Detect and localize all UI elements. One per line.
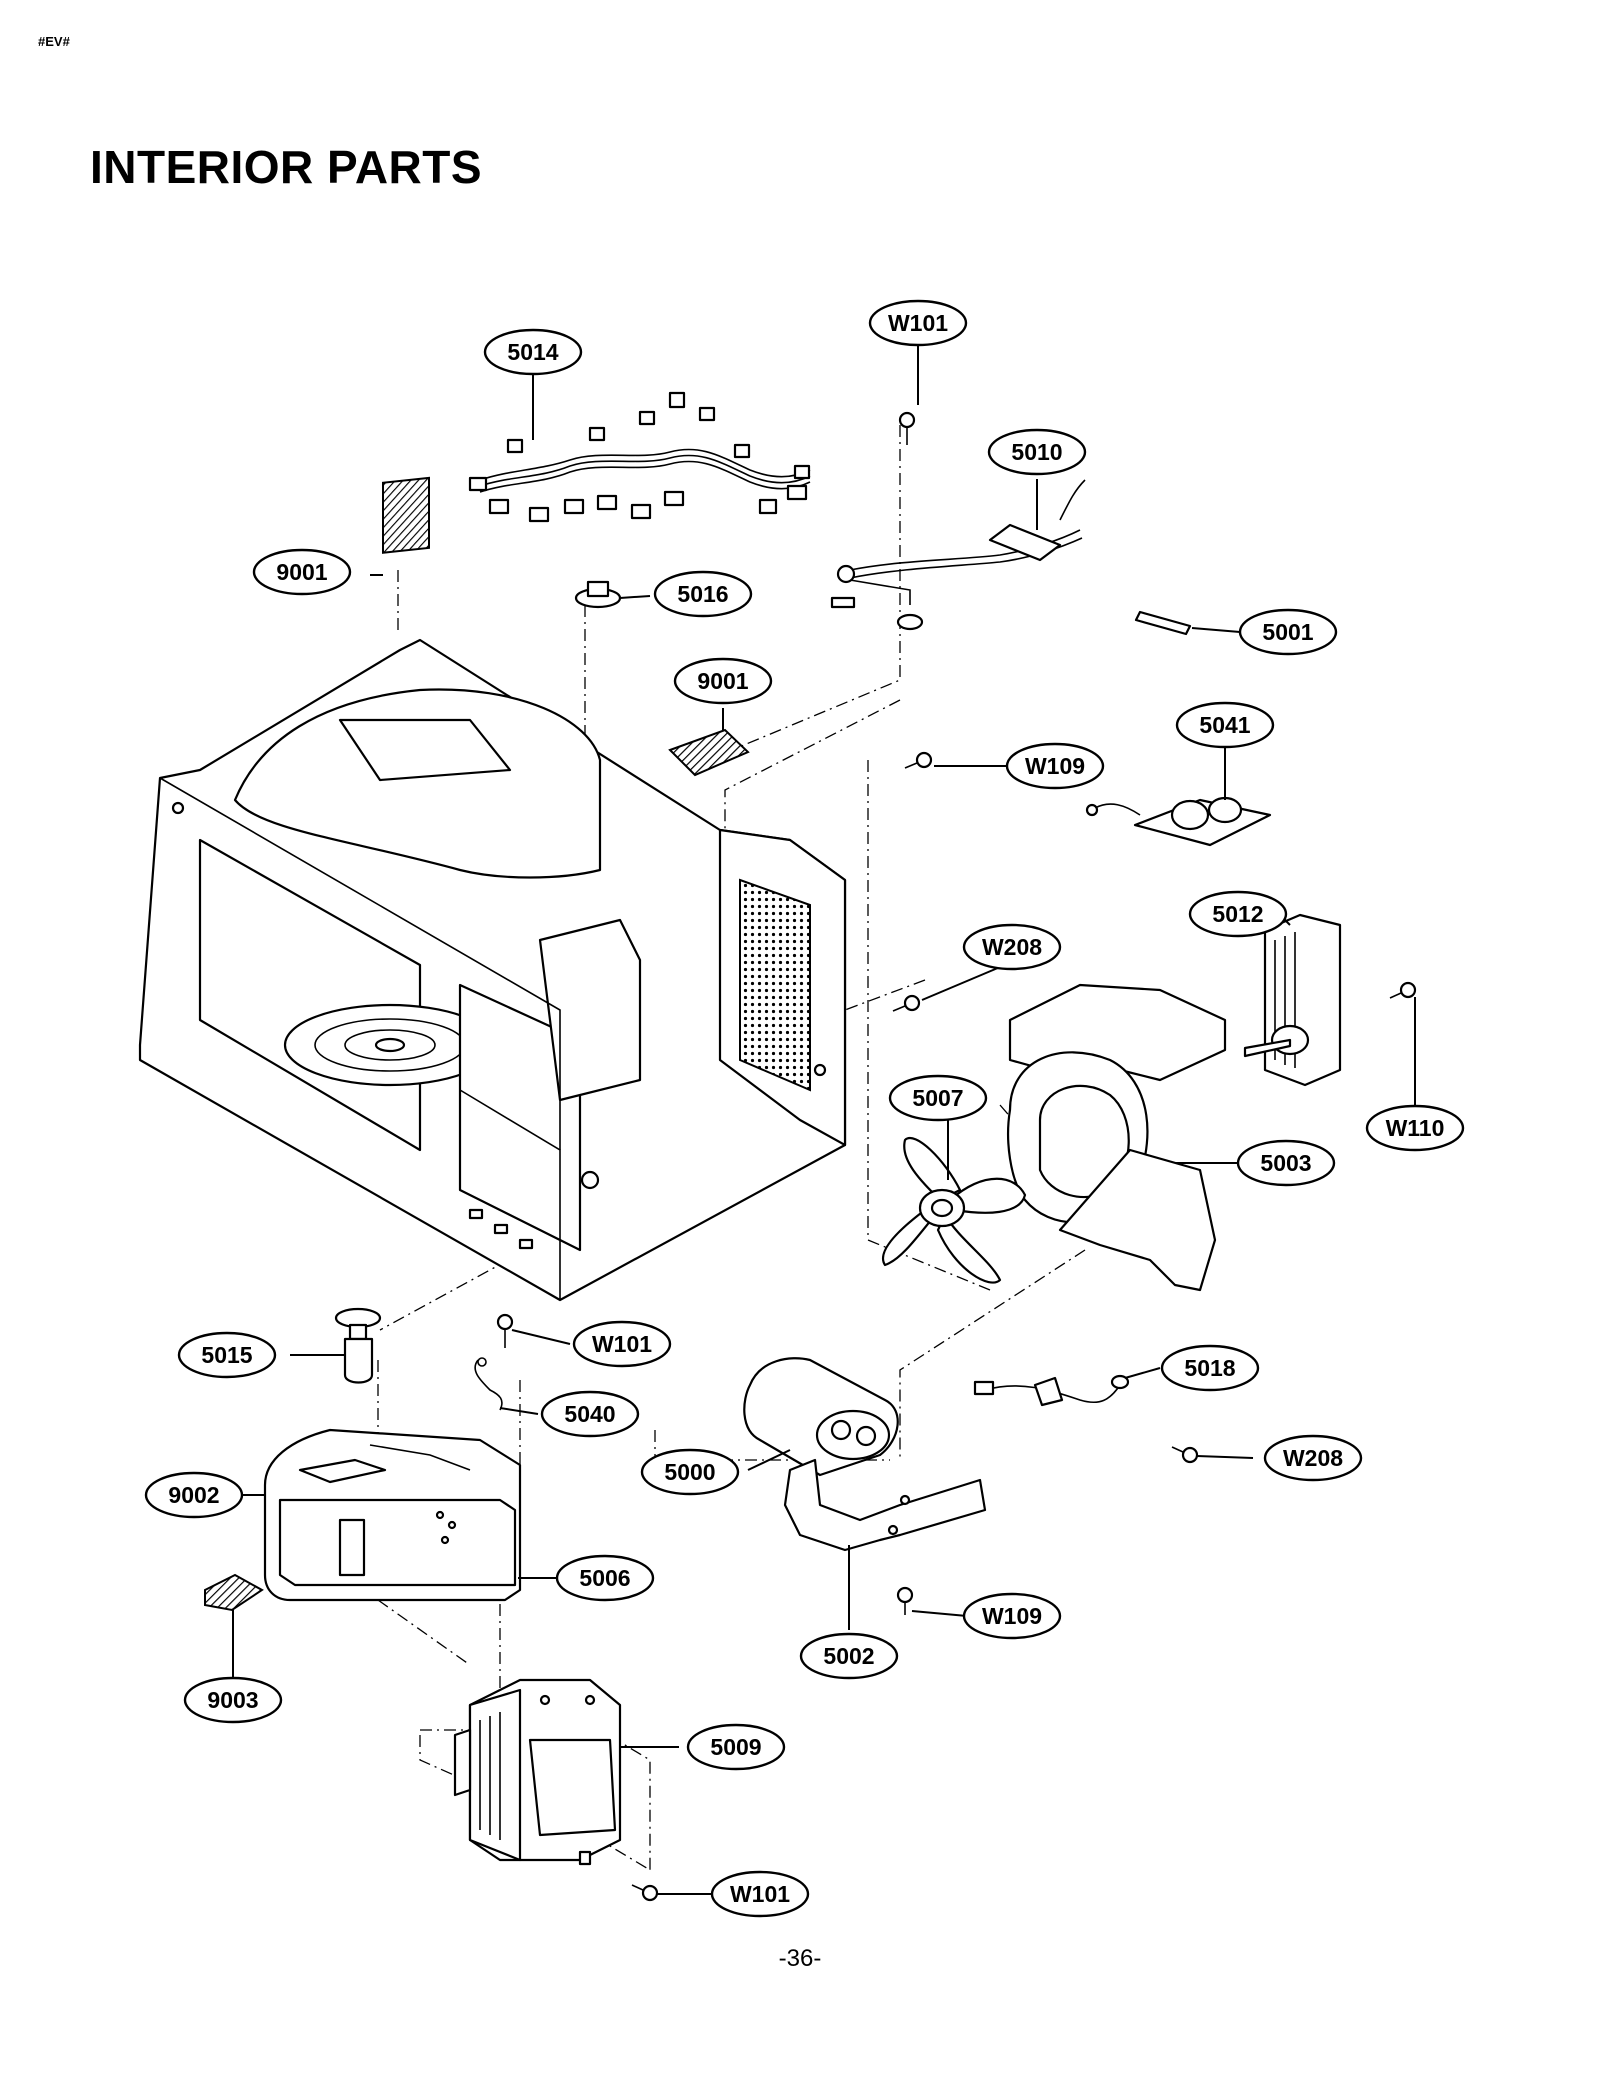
screw-w208-lower — [1171, 1446, 1199, 1464]
screw-w109-lower — [896, 1586, 914, 1615]
wire-harness-5014 — [468, 391, 811, 523]
callout-5001: 5001 — [1238, 608, 1338, 656]
callout-w208-lower: W208 — [1263, 1434, 1363, 1482]
screw-w101-middle — [496, 1313, 514, 1348]
callout-5041: 5041 — [1175, 701, 1275, 749]
callout-9001-center: 9001 — [673, 657, 773, 705]
svg-text:5041: 5041 — [1199, 712, 1250, 738]
damper-switch-5015 — [334, 1307, 382, 1384]
callout-5002: 5002 — [799, 1632, 899, 1680]
callout-5009: 5009 — [686, 1723, 786, 1771]
oven-cavity — [138, 638, 847, 1302]
callout-5016: 5016 — [653, 570, 753, 618]
svg-text:W208: W208 — [1283, 1445, 1343, 1471]
callout-5007: 5007 — [888, 1074, 988, 1122]
svg-text:5003: 5003 — [1260, 1150, 1311, 1176]
callout-9001-left: 9001 — [252, 548, 352, 596]
power-cord-5010 — [830, 479, 1086, 631]
insulation-9003 — [204, 1573, 264, 1612]
svg-text:5018: 5018 — [1184, 1355, 1235, 1381]
screw-w101-bottom — [631, 1884, 659, 1902]
callout-5015: 5015 — [177, 1331, 277, 1379]
svg-text:9003: 9003 — [207, 1687, 258, 1713]
svg-text:5009: 5009 — [710, 1734, 761, 1760]
callout-5003: 5003 — [1236, 1139, 1336, 1187]
fan-motor-5012 — [1243, 913, 1417, 1087]
noise-filter-5041 — [1085, 796, 1272, 847]
callout-9003: 9003 — [183, 1676, 283, 1724]
callout-5006: 5006 — [555, 1554, 655, 1602]
svg-text:9001: 9001 — [276, 559, 327, 585]
filter-9001-left — [382, 476, 430, 554]
screw-w208-upper — [892, 994, 921, 1012]
svg-text:9001: 9001 — [697, 668, 748, 694]
capacitor-5000 — [743, 1357, 899, 1477]
callout-5014: 5014 — [483, 328, 583, 376]
transformer-5006 — [263, 1428, 522, 1602]
page-title: INTERIOR PARTS — [90, 141, 483, 193]
leader-lines — [223, 345, 1416, 1895]
fan-blade-5007 — [882, 1137, 1027, 1284]
air-guide-5003 — [1007, 983, 1227, 1292]
svg-text:5016: 5016 — [677, 581, 728, 607]
thermostat-5016 — [574, 580, 622, 609]
svg-text:9002: 9002 — [168, 1482, 219, 1508]
svg-text:W110: W110 — [1386, 1115, 1445, 1141]
page-number: -36- — [778, 1945, 822, 1972]
svg-text:W101: W101 — [730, 1881, 790, 1907]
callout-w208-upper: W208 — [962, 923, 1062, 971]
svg-text:5040: 5040 — [564, 1401, 615, 1427]
svg-text:W109: W109 — [982, 1603, 1042, 1629]
filter-9001-center — [668, 728, 750, 777]
spring-5040 — [474, 1357, 503, 1411]
screw-w109-upper — [904, 751, 933, 769]
svg-text:W101: W101 — [592, 1331, 652, 1357]
wire-5018 — [973, 1374, 1130, 1407]
callout-w101-top: W101 — [868, 299, 968, 347]
bracket-5002 — [783, 1458, 987, 1552]
callout-w101-bottom: W101 — [710, 1870, 810, 1918]
svg-text:W109: W109 — [1025, 753, 1085, 779]
svg-text:5006: 5006 — [579, 1565, 630, 1591]
svg-text:5010: 5010 — [1011, 439, 1062, 465]
corner-tag: #EV# — [38, 34, 70, 49]
callout-w110: W110 — [1365, 1104, 1465, 1152]
callout-5010: 5010 — [987, 428, 1087, 476]
callout-5040: 5040 — [540, 1390, 640, 1438]
callout-5000: 5000 — [640, 1448, 740, 1496]
svg-text:5007: 5007 — [912, 1085, 963, 1111]
callout-w101-middle: W101 — [572, 1320, 672, 1368]
svg-text:5001: 5001 — [1262, 619, 1313, 645]
screw-w101-top — [898, 411, 916, 445]
callout-5018: 5018 — [1160, 1344, 1260, 1392]
callout-9002: 9002 — [144, 1471, 244, 1519]
callout-w109-upper: W109 — [1005, 742, 1105, 790]
svg-text:W208: W208 — [982, 934, 1042, 960]
svg-text:5000: 5000 — [664, 1459, 715, 1485]
svg-text:5014: 5014 — [507, 339, 558, 365]
svg-text:5012: 5012 — [1212, 901, 1263, 927]
callout-5012: 5012 — [1188, 890, 1288, 938]
fuse-5001 — [1134, 610, 1192, 636]
magnetron-5009 — [453, 1678, 622, 1866]
svg-text:W101: W101 — [888, 310, 948, 336]
svg-text:5002: 5002 — [823, 1643, 874, 1669]
svg-text:5015: 5015 — [201, 1342, 252, 1368]
callout-w109-lower: W109 — [962, 1592, 1062, 1640]
